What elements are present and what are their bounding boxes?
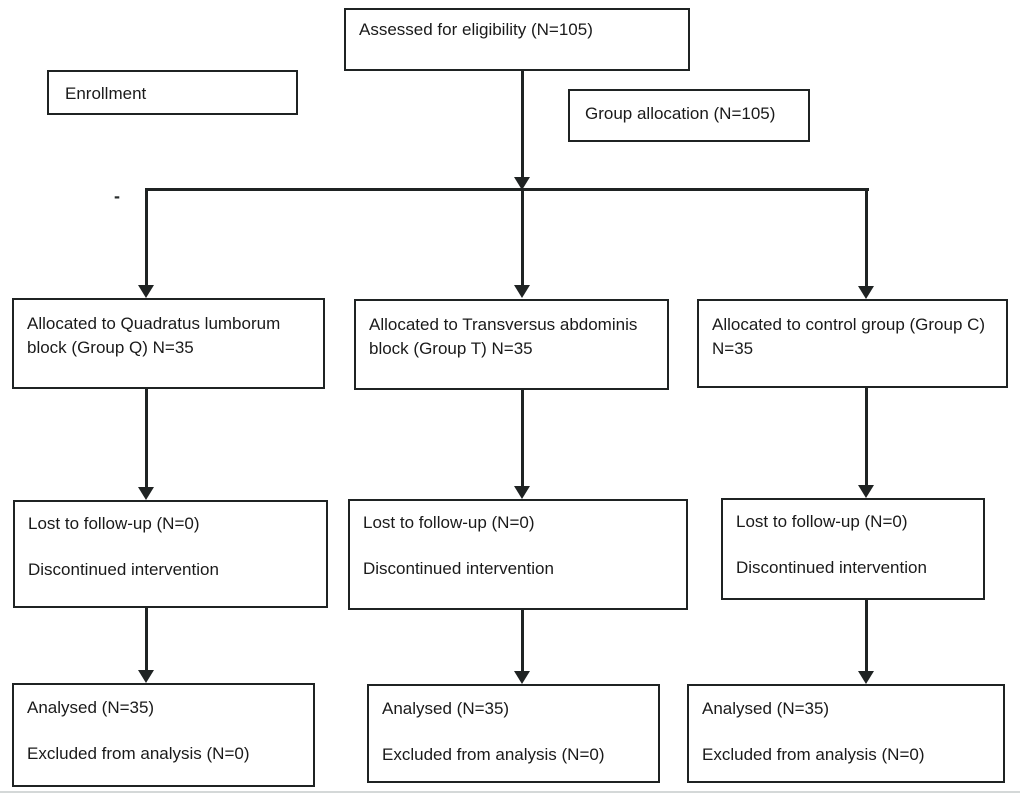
arrowhead-followup-q-to-analysed bbox=[138, 670, 154, 683]
enrollment-label-text: Enrollment bbox=[65, 84, 147, 103]
followup-group-c-box: Lost to follow-up (N=0) Discontinued int… bbox=[721, 498, 985, 600]
analysed-group-q-line1: Analysed (N=35) bbox=[27, 698, 155, 717]
group-allocation-label-text: Group allocation (N=105) bbox=[585, 104, 776, 123]
arrowhead-allocated-t-to-followup bbox=[514, 486, 530, 499]
allocated-group-t-line1: Allocated to Transversus abdominis bbox=[369, 315, 638, 334]
connector-followup-t-to-analysed bbox=[520, 610, 524, 671]
arrowhead-branch-to-allocated-t bbox=[514, 285, 530, 298]
followup-group-q-line2: Discontinued intervention bbox=[28, 560, 219, 579]
followup-group-c-line2: Discontinued intervention bbox=[736, 558, 927, 577]
analysed-group-t-line1: Analysed (N=35) bbox=[382, 699, 510, 718]
stray-dash-mark: - bbox=[114, 186, 120, 206]
followup-group-q-line1: Lost to follow-up (N=0) bbox=[28, 514, 200, 533]
allocated-group-q-box: Allocated to Quadratus lumborum block (G… bbox=[12, 298, 325, 389]
arrowhead-branch-to-allocated-c bbox=[858, 286, 874, 299]
branch-horizontal-line bbox=[144, 188, 869, 191]
analysed-group-c-line1: Analysed (N=35) bbox=[702, 699, 830, 718]
arrowhead-branch-to-allocated-q bbox=[138, 285, 154, 298]
analysed-group-q-box: Analysed (N=35) Excluded from analysis (… bbox=[12, 683, 315, 787]
enrollment-label-box: Enrollment bbox=[47, 70, 298, 115]
followup-group-c-line1: Lost to follow-up (N=0) bbox=[736, 512, 908, 531]
followup-group-t-box: Lost to follow-up (N=0) Discontinued int… bbox=[348, 499, 688, 610]
analysed-group-c-line2: Excluded from analysis (N=0) bbox=[702, 745, 925, 764]
followup-group-q-box: Lost to follow-up (N=0) Discontinued int… bbox=[13, 500, 328, 608]
assessed-eligibility-text: Assessed for eligibility (N=105) bbox=[359, 20, 593, 39]
arrowhead-followup-t-to-analysed bbox=[514, 671, 530, 684]
arrowhead-followup-c-to-analysed bbox=[858, 671, 874, 684]
connector-followup-c-to-analysed bbox=[864, 600, 868, 671]
followup-group-t-line2: Discontinued intervention bbox=[363, 559, 554, 578]
allocated-group-c-box: Allocated to control group (Group C) N=3… bbox=[697, 299, 1008, 388]
connector-allocated-q-to-followup bbox=[144, 389, 148, 487]
connector-followup-q-to-analysed bbox=[144, 608, 148, 670]
allocated-group-t-box: Allocated to Transversus abdominis block… bbox=[354, 299, 669, 390]
arrowhead-allocated-q-to-followup bbox=[138, 487, 154, 500]
arrowhead-top-to-branch bbox=[514, 177, 530, 190]
connector-allocated-c-to-followup bbox=[864, 388, 868, 485]
allocated-group-c-line1: Allocated to control group (Group C) bbox=[712, 315, 986, 334]
followup-group-t-line1: Lost to follow-up (N=0) bbox=[363, 513, 535, 532]
cropped-caption-artifact bbox=[0, 791, 1020, 793]
analysed-group-t-line2: Excluded from analysis (N=0) bbox=[382, 745, 605, 764]
allocated-group-c-line2: N=35 bbox=[712, 339, 754, 358]
analysed-group-c-box: Analysed (N=35) Excluded from analysis (… bbox=[687, 684, 1005, 783]
analysed-group-t-box: Analysed (N=35) Excluded from analysis (… bbox=[367, 684, 660, 783]
connector-top-to-branch-line bbox=[520, 71, 524, 177]
connector-allocated-t-to-followup bbox=[520, 390, 524, 486]
arrowhead-allocated-c-to-followup bbox=[858, 485, 874, 498]
allocated-group-q-line1: Allocated to Quadratus lumborum bbox=[27, 314, 281, 333]
connector-branch-to-allocated-c bbox=[864, 188, 868, 286]
analysed-group-q-line2: Excluded from analysis (N=0) bbox=[27, 744, 250, 763]
connector-branch-to-allocated-q bbox=[144, 188, 148, 285]
allocated-group-q-line2: block (Group Q) N=35 bbox=[27, 338, 194, 357]
connector-branch-to-allocated-t bbox=[520, 191, 524, 285]
assessed-eligibility-box: Assessed for eligibility (N=105) bbox=[344, 8, 690, 71]
allocated-group-t-line2: block (Group T) N=35 bbox=[369, 339, 533, 358]
group-allocation-label-box: Group allocation (N=105) bbox=[568, 89, 810, 142]
